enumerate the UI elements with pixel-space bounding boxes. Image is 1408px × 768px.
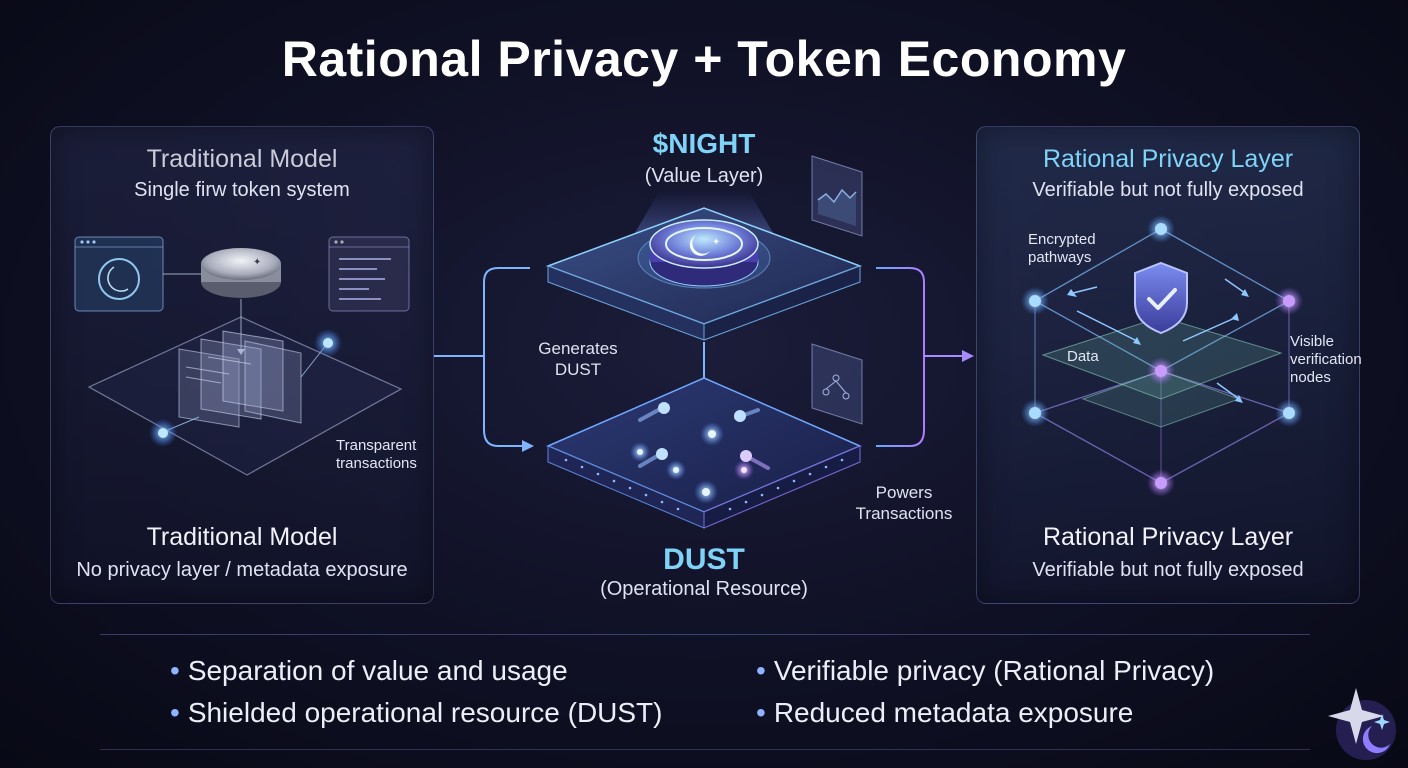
verification-node (1155, 477, 1167, 489)
svg-text:✦: ✦ (712, 237, 720, 248)
night-token-subtitle: (Value Layer) (554, 165, 854, 188)
traditional-model-panel: Traditional Model Single firw token syst… (50, 126, 434, 604)
network-card (812, 344, 862, 424)
night-token-title: $NIGHT (554, 128, 854, 160)
rational-privacy-bottom-title: Rational Privacy Layer (977, 523, 1359, 552)
key-points: •Separation of value and usage •Shielded… (100, 634, 1310, 750)
light-beam (618, 190, 790, 262)
sparkle-logo-icon (1328, 688, 1396, 760)
verification-node (1029, 295, 1041, 307)
token-coin: ✦ (201, 248, 281, 298)
browser-window-left (75, 237, 163, 311)
traditional-model-bottom-title: Traditional Model (51, 523, 433, 552)
browser-window-right (329, 237, 409, 311)
verification-node (1029, 407, 1041, 419)
dust-platform (548, 378, 860, 528)
dust-title: DUST (554, 543, 854, 577)
key-point: •Verifiable privacy (Rational Privacy) (756, 655, 1214, 687)
dust-particles (640, 402, 768, 468)
night-platform (548, 208, 860, 340)
key-point: •Separation of value and usage (170, 655, 568, 687)
svg-text:✦: ✦ (253, 257, 261, 268)
dust-subtitle: (Operational Resource) (554, 578, 854, 601)
verification-node (1283, 295, 1295, 307)
key-point: •Reduced metadata exposure (756, 697, 1133, 729)
shield-check-icon (1135, 263, 1187, 333)
right-flow-connector (876, 268, 974, 446)
rational-privacy-panel: Rational Privacy Layer Verifiable but no… (976, 126, 1360, 604)
verification-node (1283, 407, 1295, 419)
moon-star-icon (690, 235, 710, 256)
left-flow-connector (434, 268, 534, 452)
page-title: Rational Privacy + Token Economy (0, 30, 1408, 88)
night-coin: ✦ (650, 220, 758, 286)
verification-node (1155, 365, 1167, 377)
verification-node (1155, 223, 1167, 235)
traditional-model-bottom-subtitle: No privacy layer / metadata exposure (51, 559, 433, 582)
key-point: •Shielded operational resource (DUST) (170, 697, 663, 729)
rational-privacy-bottom-subtitle: Verifiable but not fully exposed (977, 559, 1359, 582)
data-label: Data (1067, 348, 1099, 366)
